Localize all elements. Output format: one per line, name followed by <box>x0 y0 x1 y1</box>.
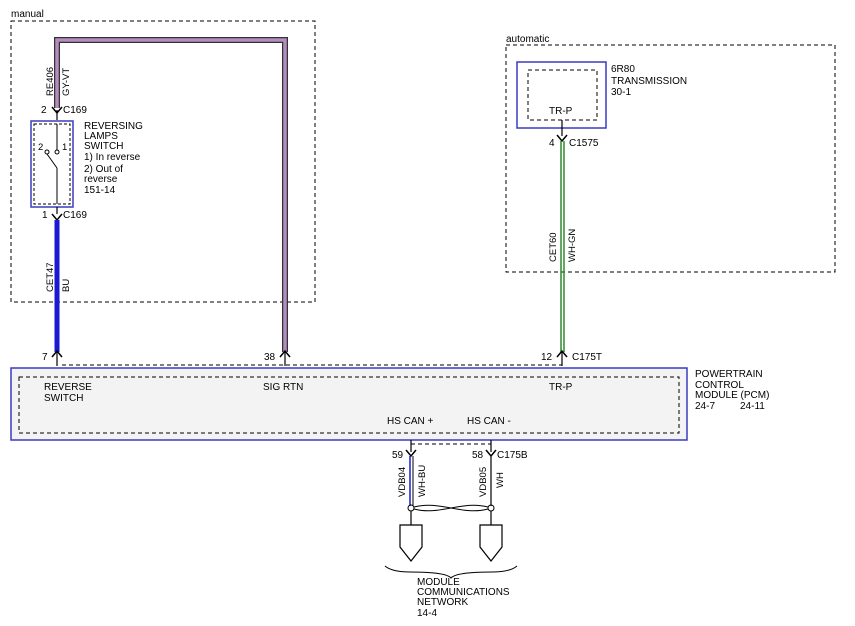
pcm-pin-7-label-1: REVERSE <box>44 382 92 393</box>
pcm-pin-12-num: 12 <box>541 352 553 363</box>
switch-note-1: 1) In reverse <box>84 152 141 163</box>
transmission-box <box>516 61 607 129</box>
pcm-title-1: POWERTRAIN <box>695 369 763 380</box>
switch-contact-symbol <box>44 124 60 204</box>
pcm-pin-38-num: 38 <box>264 352 276 363</box>
pcm-pin-38-symbol <box>279 349 291 358</box>
switch-note-3: reverse <box>84 174 118 185</box>
wire-re406-fill <box>55 38 287 352</box>
pcm-pin-12-label: TR-P <box>549 382 573 393</box>
pcm-pin-7-num: 7 <box>42 352 48 363</box>
reversing-switch-box <box>30 120 74 208</box>
pcm-title-3: MODULE (PCM) <box>695 390 769 401</box>
pcm-box <box>10 367 688 441</box>
pcm-connector-bottom: C175B <box>497 450 528 461</box>
transmission-ref: 30-1 <box>611 87 631 98</box>
switch-connector-bottom: C169 <box>63 210 87 221</box>
wire-re406-circuit: RE406 <box>45 67 56 96</box>
pcm-pin-59-label: HS CAN + <box>387 416 434 427</box>
manual-region-label: manual <box>11 9 44 20</box>
switch-pin-top: 2 <box>41 105 47 116</box>
network-ref: 14-4 <box>417 608 437 619</box>
pcm-pin-38-label: SIG RTN <box>263 382 303 393</box>
manual-region-box <box>10 20 316 303</box>
switch-contact-2: 2 <box>38 142 43 153</box>
wire-cet60 <box>560 141 565 352</box>
pcm-pin-7-symbol <box>51 349 63 358</box>
connector-c169-bottom-symbol <box>51 213 63 222</box>
pcm-inner <box>18 376 680 434</box>
wire-vdb04-circuit: VDB04 <box>397 467 408 497</box>
wire-vdb04-color-code: WH-BU <box>417 465 428 497</box>
pcm-connector-top: C175T <box>572 352 602 363</box>
transmission-connector: C1575 <box>569 138 599 149</box>
wire-cet60-color-code: WH-GN <box>567 229 578 262</box>
pcm-pin-58-label: HS CAN - <box>467 416 511 427</box>
wire-cet60-circuit: CET60 <box>548 232 559 262</box>
network-brace <box>384 565 518 579</box>
wire-vdb04 <box>409 456 414 506</box>
transmission-pin-label: TR-P <box>549 106 573 117</box>
pcm-ref-2: 24-11 <box>740 401 765 412</box>
switch-title-3: SWITCH <box>84 141 123 152</box>
pcm-pin-59-symbol <box>405 449 417 458</box>
pcm-pin-7-label-2: SWITCH <box>44 393 83 404</box>
switch-title-1: REVERSING <box>84 121 143 132</box>
switch-note-2: 2) Out of <box>84 164 123 175</box>
wire-re406-color-code: GY-VT <box>61 68 72 96</box>
wire-re406 <box>54 37 288 352</box>
pcm-pin-58-num: 58 <box>472 450 484 461</box>
switch-title-2: LAMPS <box>84 131 118 142</box>
connector-c1575-symbol <box>556 134 568 143</box>
switch-ref: 151-14 <box>84 185 116 196</box>
network-title-3: NETWORK <box>417 597 468 608</box>
network-title-2: COMMUNICATIONS <box>417 587 510 598</box>
transmission-title-1: 6R80 <box>611 64 635 75</box>
automatic-region-label: automatic <box>506 34 549 45</box>
twisted-pair-symbol <box>407 504 495 525</box>
wire-cet47-color-code: BU <box>61 279 72 292</box>
automatic-region-box <box>505 44 836 273</box>
pcm-title-2: CONTROL <box>695 380 744 391</box>
network-connector-plus <box>399 524 423 562</box>
switch-pin-bottom: 1 <box>42 210 48 221</box>
pcm-pin-12-symbol <box>556 349 568 358</box>
wire-vdb05-circuit: VDB05 <box>478 467 489 497</box>
transmission-pin: 4 <box>549 138 555 149</box>
switch-contact-1: 1 <box>62 142 67 153</box>
network-connector-minus <box>479 524 503 562</box>
pcm-ref-1: 24-7 <box>695 401 715 412</box>
pcm-pin-59-num: 59 <box>392 450 404 461</box>
reversing-switch-inner <box>33 123 71 205</box>
transmission-inner <box>527 69 598 121</box>
network-title-1: MODULE <box>417 577 460 588</box>
wire-cet47-circuit: CET47 <box>45 262 56 292</box>
wire-vdb05-color-code: WH <box>495 472 506 488</box>
switch-connector-top: C169 <box>63 105 87 116</box>
transmission-title-2: TRANSMISSION <box>611 76 687 87</box>
